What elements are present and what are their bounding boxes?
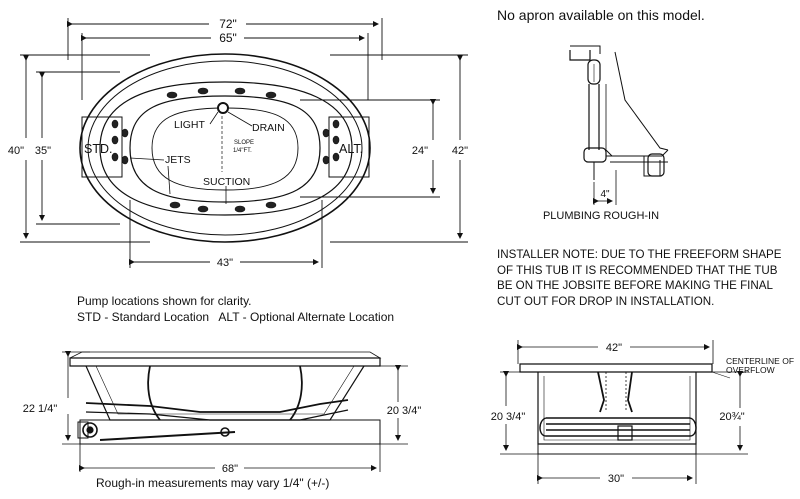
label-drain: DRAIN (252, 122, 285, 134)
plumbing-dim-4: 4" (600, 189, 610, 200)
centerline-label: CENTERLINE OF (726, 356, 794, 366)
end-dim-20-3-4-left: 20 3/4" (491, 411, 526, 423)
centerline-label-2: OVERFLOW (726, 365, 775, 375)
dim-24: 24" (412, 145, 428, 157)
end-dim-42: 42" (606, 342, 622, 354)
jet-icon (265, 91, 277, 99)
plan-view (20, 18, 468, 268)
jet-icon (197, 205, 209, 213)
jet-icon (332, 152, 340, 162)
jet-icon (332, 119, 340, 129)
label-std: STD. (84, 142, 112, 156)
dim-43: 43" (217, 257, 233, 269)
label-slope-value: 1/4"FT. (233, 148, 252, 154)
jets (111, 87, 340, 213)
tub-floor (151, 107, 299, 191)
jet-icon (169, 201, 181, 209)
rough-in-note: Rough-in measurements may vary 1/4" (+/-… (96, 476, 330, 490)
jet-icon (322, 128, 330, 138)
label-jets: JETS (165, 154, 191, 166)
dim-35: 35" (35, 145, 51, 157)
label-slope: SLOPE (234, 140, 254, 146)
installer-note-line: OF THIS TUB IT IS RECOMMENDED THAT THE T… (497, 263, 778, 277)
dim-65: 65" (219, 31, 237, 45)
end-dim-20-3-4-right: 20¾" (719, 411, 744, 423)
label-alt: ALT. (339, 142, 363, 156)
jet-icon (197, 87, 209, 95)
installer-note-line: INSTALLER NOTE: DUE TO THE FREEFORM SHAP… (497, 248, 782, 261)
dim-72: 72" (219, 17, 237, 31)
installer-note-line: CUT OUT FOR DROP IN INSTALLATION. (497, 294, 715, 308)
pump-location-note: Pump locations shown for clarity. STD - … (77, 293, 394, 325)
side-dim-20-3-4: 20 3/4" (387, 405, 422, 417)
side-dim-22-1-4: 22 1/4" (23, 403, 58, 415)
jet-icon (111, 119, 119, 129)
pump-legend-line: STD - Standard Location ALT - Optional A… (77, 310, 395, 324)
dim-42: 42" (452, 145, 468, 157)
no-apron-note: No apron available on this model. (497, 7, 705, 23)
jet-icon (121, 128, 129, 138)
jet-icon (234, 87, 246, 95)
jet-icon (332, 135, 340, 145)
plumbing-rough-in (569, 45, 669, 205)
jet-icon (265, 201, 277, 209)
tub-inner-rim (87, 60, 363, 236)
label-suction: SUCTION (203, 176, 250, 188)
tub-outer-rim (79, 53, 371, 243)
jet-icon (322, 155, 330, 165)
jet-icon (111, 135, 119, 145)
jet-icon (234, 205, 246, 213)
jet-icon (121, 155, 129, 165)
installer-note-line: BE ON THE JOBSITE BEFORE MAKING THE FINA… (497, 279, 773, 293)
jet-icon (111, 152, 119, 162)
dim-40: 40" (8, 145, 24, 157)
jet-icon (166, 91, 178, 99)
tub-shoulder (99, 81, 353, 216)
side-dim-68: 68" (222, 463, 238, 475)
drain-icon (217, 102, 229, 114)
plumbing-caption: PLUMBING ROUGH-IN (543, 210, 659, 222)
end-view (500, 340, 748, 484)
side-view (62, 351, 408, 472)
pump-note-line: Pump locations shown for clarity. (77, 294, 252, 308)
alt-pump-box (328, 116, 370, 178)
tub-basin (129, 95, 321, 203)
std-pump-box (81, 116, 123, 178)
label-light: LIGHT (174, 119, 206, 131)
end-dim-30: 30" (608, 473, 624, 485)
installer-note: INSTALLER NOTE: DUE TO THE FREEFORM SHAP… (497, 247, 797, 309)
